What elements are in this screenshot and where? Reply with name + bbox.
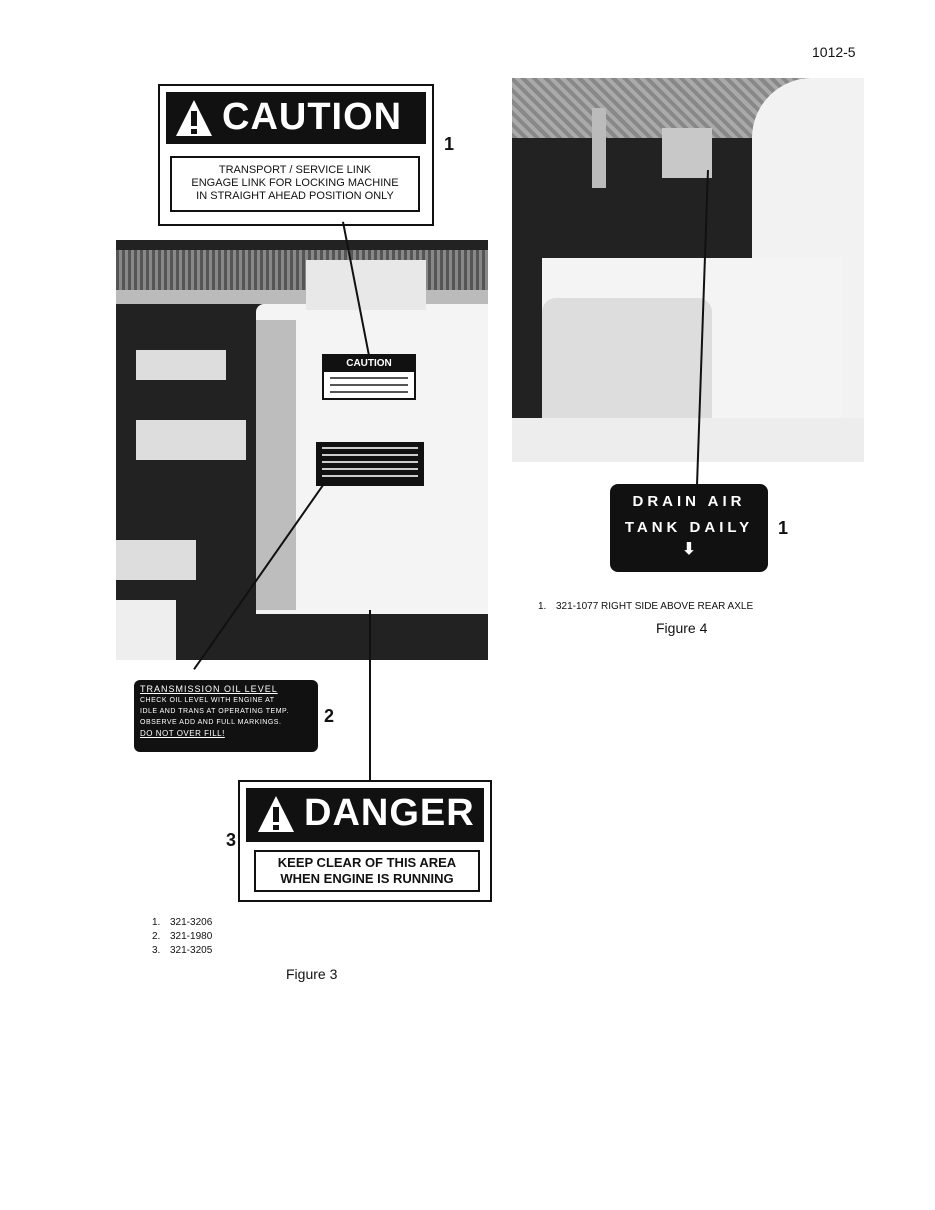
figure3-parts-list: 1.321-3206 2.321-1980 3.321-3205 (152, 916, 212, 958)
list-item: 2.321-1980 (152, 931, 213, 942)
caution-word: CAUTION (222, 96, 403, 138)
figure3-caption: Figure 3 (286, 966, 338, 982)
figure4-photo (512, 78, 864, 462)
caution-line: TRANSPORT / SERVICE LINK (218, 164, 372, 176)
danger-line: KEEP CLEAR OF THIS AREA (277, 855, 457, 870)
photo-caution-decal: CAUTION (322, 354, 416, 400)
figure4-caption: Figure 4 (656, 620, 708, 636)
photo-caution-decal-header: CAUTION (324, 356, 414, 372)
drain-line-1: DRAIN AIR (632, 493, 746, 510)
transmission-label: TRANSMISSION OIL LEVEL CHECK OIL LEVEL W… (134, 680, 318, 752)
figure4-parts-list: 1.321-1077 RIGHT SIDE ABOVE REAR AXLE (538, 600, 753, 614)
warning-triangle-icon (258, 796, 294, 832)
danger-word: DANGER (304, 792, 475, 834)
transmission-warning: DO NOT OVER FILL! (140, 729, 225, 738)
arrow-down-icon: ⬇ (682, 541, 696, 558)
caution-line: IN STRAIGHT AHEAD POSITION ONLY (196, 190, 394, 202)
page-number: 1012-5 (812, 44, 856, 60)
list-item: 1.321-1077 RIGHT SIDE ABOVE REAR AXLE (538, 601, 754, 612)
list-item: 1.321-3206 (152, 917, 213, 928)
figure3-photo (116, 240, 488, 660)
danger-header: DANGER (246, 788, 484, 842)
leader-line (369, 610, 371, 780)
callout-1: 1 (444, 134, 455, 154)
transmission-title: TRANSMISSION OIL LEVEL (140, 684, 278, 694)
photo-transmission-decal (316, 442, 424, 486)
callout-3: 3 (226, 830, 237, 850)
drain-line-2: TANK DAILY (624, 519, 754, 536)
danger-label: DANGER KEEP CLEAR OF THIS AREA WHEN ENGI… (238, 780, 492, 902)
caution-label: CAUTION TRANSPORT / SERVICE LINK ENGAGE … (158, 84, 434, 226)
transmission-line: IDLE AND TRANS AT OPERATING TEMP. (140, 708, 289, 715)
danger-body: KEEP CLEAR OF THIS AREA WHEN ENGINE IS R… (254, 850, 480, 892)
transmission-line: CHECK OIL LEVEL WITH ENGINE AT (140, 697, 275, 704)
caution-header: CAUTION (166, 92, 426, 144)
warning-triangle-icon (176, 100, 212, 136)
transmission-line: OBSERVE ADD AND FULL MARKINGS. (140, 719, 282, 726)
caution-body: TRANSPORT / SERVICE LINK ENGAGE LINK FOR… (170, 156, 420, 212)
list-item: 3.321-3205 (152, 945, 213, 956)
drain-air-label: DRAIN AIR TANK DAILY ⬇ (610, 484, 768, 572)
callout-2: 2 (324, 706, 335, 726)
danger-line: WHEN ENGINE IS RUNNING (280, 871, 454, 886)
caution-line: ENGAGE LINK FOR LOCKING MACHINE (191, 177, 399, 189)
callout-fig4-1: 1 (778, 518, 789, 538)
